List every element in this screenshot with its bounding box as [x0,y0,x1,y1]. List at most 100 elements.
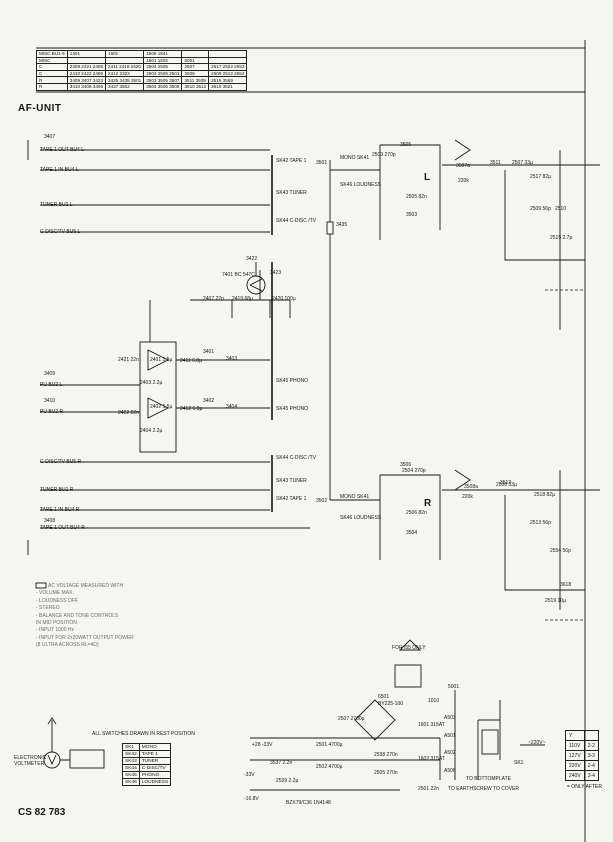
component-label: A502 [444,750,456,756]
right-input-bus-lines [40,461,310,529]
component-label: 2403 2.2µ [140,380,163,386]
component-label: 2411 6.8µ [180,358,202,364]
component-label: 3422 [246,256,258,262]
legend-line: - STEREO [36,605,60,612]
switch-label: SK43 TUNER [276,190,307,196]
component-label: 2407 22n [203,296,224,302]
voltmeter-label: ELECTRONIC VOLTMETER [14,755,47,767]
component-label: BY225-100 [378,701,404,707]
component-label: 2505 82n [406,194,427,200]
component-label: 2412 6.8µ [180,406,203,412]
switch-label: SK42 TAPE 1 [276,158,307,164]
switch-label: SK44 C-DISC /TV [276,455,317,461]
component-label: 2507 33µ [512,160,533,166]
component-label: 3401 [203,349,215,355]
component-label: +28 -33V [252,742,273,748]
component-label: 2502 4700µ [316,764,343,770]
component-label: 3402 [203,398,215,404]
component-label: 3508a [464,484,478,490]
volume-pot-symbols [454,139,471,491]
component-label: 3435 [336,222,348,228]
component-label: A506 [444,768,456,774]
loudness-networks [379,144,441,560]
footnote: = ONLY AFTER [567,784,602,790]
component-label: TO BOTTOMPLATE [466,776,512,782]
page-title: AF-UNIT [18,103,62,114]
supply-rail [149,270,261,342]
switch-label: SK45 PHONO [276,406,308,412]
component-label: 2419 68µ [232,296,253,302]
component-label: TO EARTHSCREW TO COVER [448,786,520,792]
component-label: 2422 22n [118,410,139,416]
legend-line: - INPUT 1000 Hz [36,627,74,634]
component-label: 220k [462,494,473,500]
opamp-symbols [147,349,170,419]
legend-line: AC VOLTAGE MEASURED WITH [48,583,124,589]
signal-trunk [329,160,380,501]
loudness-label-left: SK46 LOUDNESS [340,182,382,188]
component-label: 3403 [226,356,238,362]
tone-stage [504,150,585,610]
component-label: 2501 22n [418,786,439,792]
voltmeter-leads [47,717,70,761]
preamp-ic-1401 [139,341,177,453]
component-label: 1010 [428,698,440,704]
input-tape1-in-left: TAPE 1 IN BU4 L [40,167,79,173]
component-label: A503 [444,715,456,721]
legend-line: - INPUT FOR 2x20WATT OUTPUT POWER [36,634,134,641]
table-row: Y [565,730,599,741]
component-label: 6501 [378,694,390,700]
transistor-leads [249,262,263,292]
mono-label-left: MONO SK41 [340,155,370,161]
measuring-switch [69,749,105,769]
component-label: 3409 [44,371,56,377]
volume-outputs [442,164,600,491]
component-label: 3537 2.2n [270,760,293,766]
document-number: CS 82 783 [18,807,66,818]
component-label: 2504 270p [402,468,426,474]
component-label: 3404 [226,404,238,410]
table-row: C 2409 2421 2405 2411 2418 2420 2504 250… [36,63,248,71]
input-pu-right: PU BU2 R [40,409,64,415]
input-tuner-right: TUNER BU1 R [40,487,74,493]
component-label: 220k [458,178,469,184]
component-label: 2401 1.5µ [150,357,173,363]
component-label: 1602 315AT [418,756,445,762]
component-label: A501 [444,733,456,739]
component-label: 3423 [270,270,282,276]
component-label: ~220V~ [528,740,546,746]
component-label: 2554 56p [550,548,571,554]
component-label: 2538 270n [374,752,398,758]
input-tape1-out-right: TAPE 1 OUT BU4 R [40,525,85,531]
switch-note: ALL SWITCHES DRAWN IN REST POSITION [92,731,195,737]
input-pu-left: PU BU2 L [40,382,63,388]
component-label: 3501 [316,160,328,166]
component-label: 2503 270p [372,152,396,158]
component-label: 2518 82µ [534,492,555,498]
input-tape1-in-right: TAPE 1 IN BU4 R [40,507,80,513]
component-label: 3407 [44,134,56,140]
table-rules [36,47,585,93]
component-label: 3504 [406,530,418,536]
legend-line: - LOUDNESS OFF [36,597,78,604]
component-label: -33V [244,772,255,778]
component-label: 3505 [400,142,412,148]
component-label: 7401 BC 547C [222,272,255,278]
table-row: MISC BU1-5 1401 1601 1508 1541 [36,50,248,58]
component-label: 2506 82n [406,510,427,516]
input-tape1-out-left: TAPE 1 OUT BU4 L [40,147,85,153]
transistor-7401 [246,275,266,295]
component-label: 2404 2.2µ [140,428,163,434]
component-label: 2519 10µ [545,598,566,604]
left-input-bus-lines [40,149,270,233]
component-label: 2508 33µ [496,482,517,488]
preamp-outputs [176,359,270,409]
component-label: 2515 2.7p [550,235,573,241]
component-label: 3512 [500,480,512,486]
